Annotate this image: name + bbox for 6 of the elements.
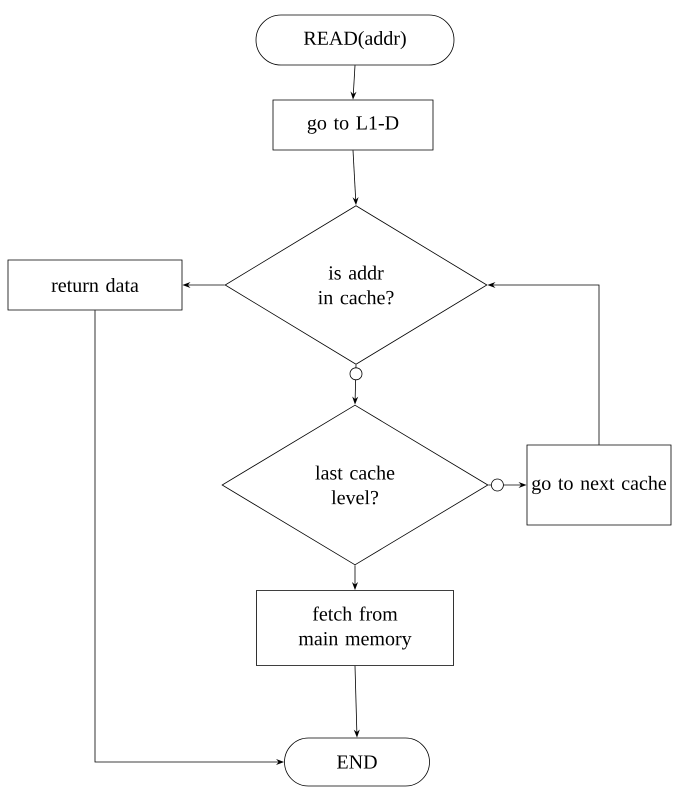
process-box: fetch from main memory bbox=[256, 590, 454, 666]
process-box: go to next cache bbox=[526, 444, 672, 526]
process-box: go to L1-D bbox=[272, 100, 434, 150]
end-terminal: END bbox=[284, 738, 430, 786]
process-box: return data bbox=[8, 260, 182, 310]
start-terminal: READ(addr) bbox=[256, 14, 454, 66]
